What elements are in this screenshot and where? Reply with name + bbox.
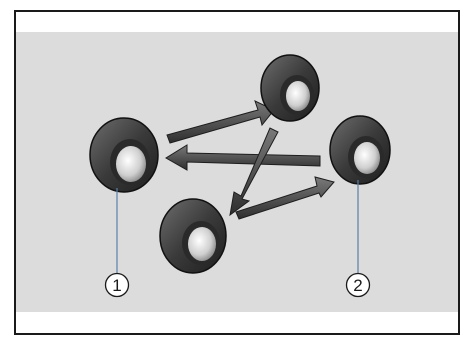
arrow-bottom-to-right bbox=[235, 176, 335, 220]
callout-1: 1 bbox=[104, 272, 130, 298]
callout-1-label: 1 bbox=[112, 276, 121, 295]
arrow-top-to-bottom-left bbox=[229, 127, 279, 217]
diagram-background-band bbox=[16, 32, 458, 312]
diagram-frame bbox=[14, 10, 460, 335]
tire-top bbox=[260, 54, 320, 122]
callout-2: 2 bbox=[345, 272, 371, 298]
tire-bottom bbox=[159, 198, 227, 274]
callout-2-label: 2 bbox=[353, 276, 362, 295]
tire-left bbox=[89, 117, 159, 193]
arrow-right-to-left bbox=[165, 144, 321, 171]
arrow-left-to-top-right bbox=[166, 100, 275, 144]
rotation-arrows bbox=[165, 100, 335, 220]
tire-right bbox=[329, 115, 391, 185]
